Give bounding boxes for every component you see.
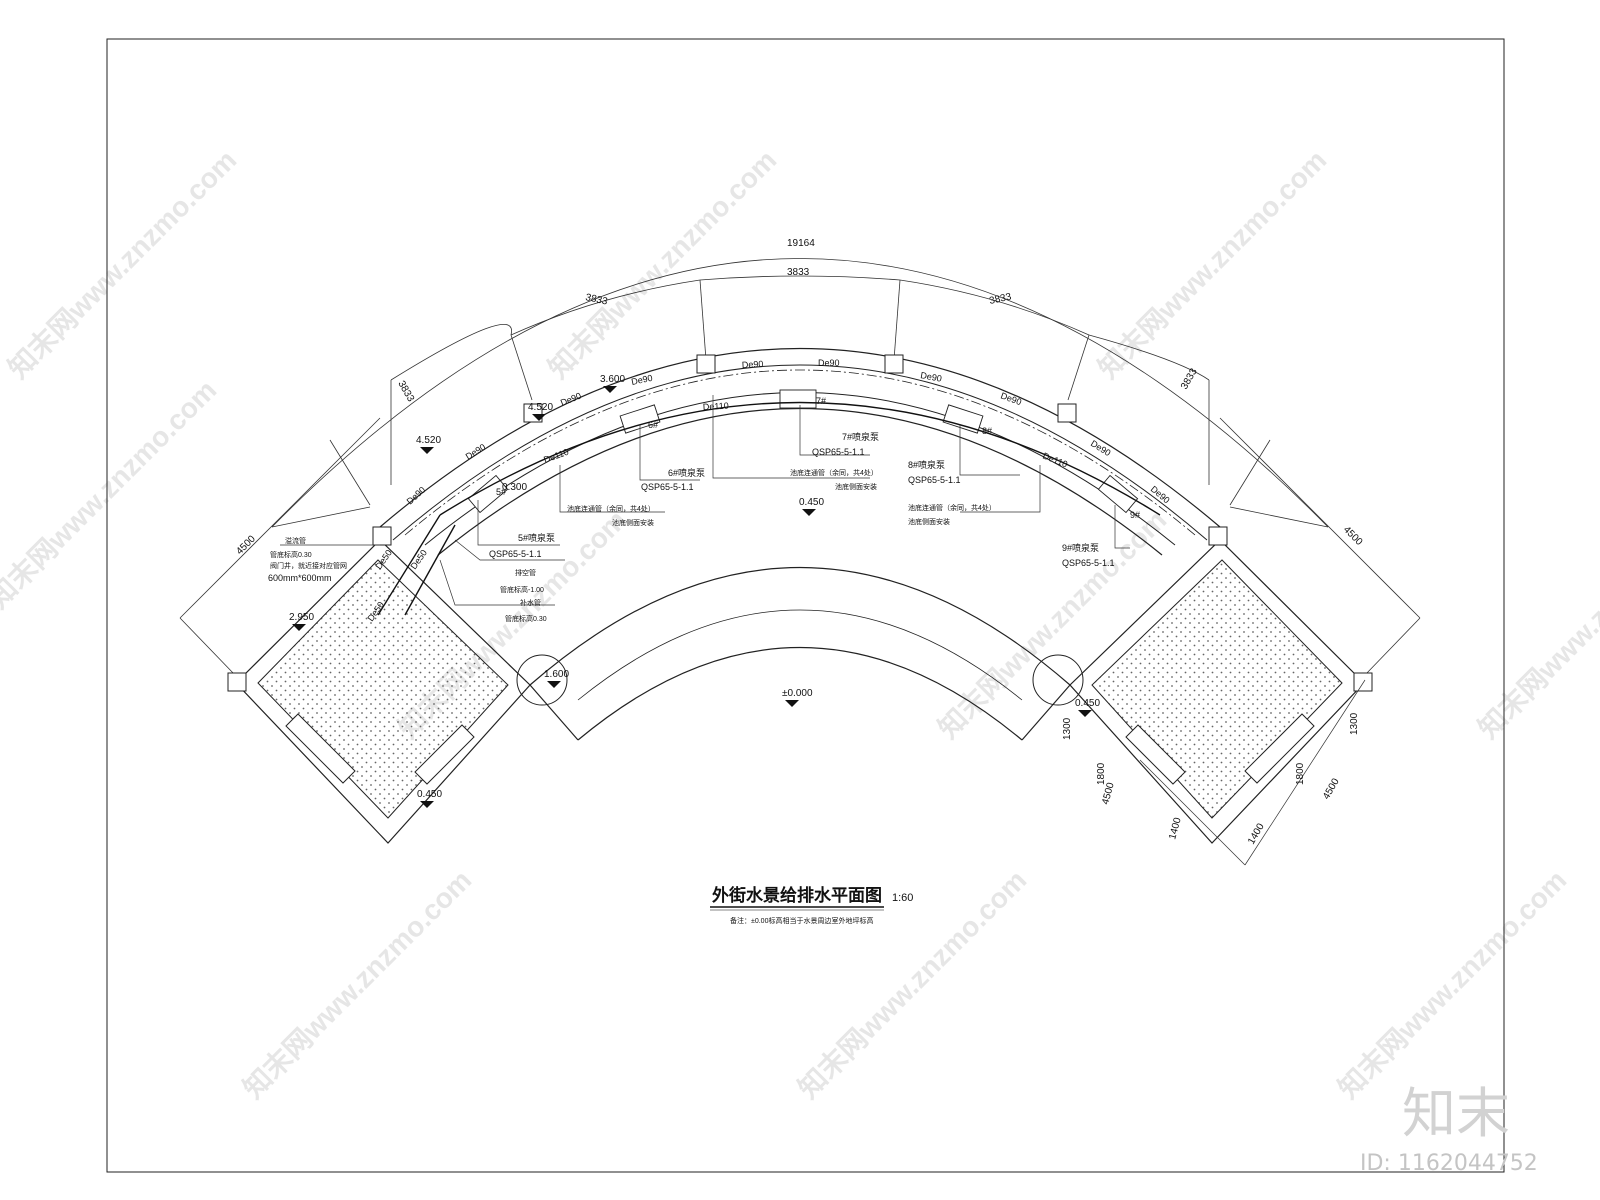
annotation: 阀门井，就近接对应管网 [270, 561, 347, 570]
drawing-scale: 1:60 [892, 892, 913, 904]
drawing-title: 外街水景给排水平面图 [712, 885, 882, 905]
pipe-label: De110 [1041, 451, 1069, 470]
pipe-label: De50 [408, 548, 429, 571]
pump-model: QSP65-5-1.1 [1062, 558, 1115, 568]
elevation-label: 0.450 [1075, 698, 1100, 709]
pump-model: QSP65-5-1.1 [641, 482, 694, 492]
pipe-label: De90 [999, 390, 1023, 407]
elevation-label: 3.600 [600, 374, 625, 385]
dim-label: 1300 [1062, 717, 1073, 740]
pump-labels: 5#喷泉泵 QSP65-5-1.1 6#喷泉泵 QSP65-5-1.1 7#喷泉… [489, 431, 1115, 568]
dim-segment: 3833 [1179, 366, 1200, 391]
dim-side-width: 4500 [1341, 524, 1365, 548]
pump-tag: 9# [1130, 510, 1140, 520]
annotation: 池底侧面安装 [835, 482, 877, 491]
elevation-label: 0.450 [417, 789, 442, 800]
watermark-text: 知末网www.znzmo.com [2, 143, 243, 384]
dim-label: 1800 [1096, 762, 1107, 785]
annotation-labels: 池底连通管（余同，共4处） 池底侧面安装 池底连通管（余同，共4处） 池底侧面安… [268, 468, 996, 623]
pump-name: 5#喷泉泵 [518, 532, 555, 543]
side-dimension-lines [179, 417, 1421, 676]
dim-segment: 3833 [584, 292, 608, 307]
annotation: 管底标高-1.00 [500, 585, 544, 594]
watermark-text: 知末网www.znzmo.com [0, 373, 222, 614]
pipe-label: De90 [742, 359, 764, 370]
dim-label: 1300 [1349, 712, 1360, 735]
pump-name: 9#喷泉泵 [1062, 542, 1099, 553]
pump-name: 7#喷泉泵 [842, 431, 879, 442]
dim-label: 4500 [1321, 776, 1342, 801]
title-block: 外街水景给排水平面图 1:60 备注：±0.00标高相当于水景周边室外地坪标高 [710, 885, 913, 925]
elevation-label: 1.600 [544, 669, 569, 680]
dim-total-arc: 19164 [787, 238, 815, 249]
image-id: ID: 1162044752 [1360, 1151, 1538, 1176]
elevation-label: 0.300 [502, 482, 527, 493]
elevation-label: 4.520 [528, 402, 553, 413]
dim-segment: 3833 [787, 267, 810, 278]
dim-segment: 3833 [988, 291, 1012, 306]
annotation: 池底侧面安装 [612, 518, 654, 527]
pump-name: 6#喷泉泵 [668, 467, 705, 478]
watermark-text: 知末网www.znzmo.com [542, 143, 783, 384]
watermark-text: 知末网www.znzmo.com [237, 863, 478, 1104]
elevation-label: 0.450 [799, 497, 824, 508]
pipe-label: De110 [542, 447, 570, 465]
drawing-frame [106, 38, 1505, 1173]
dim-label: 1800 [1295, 762, 1306, 785]
elevation-markers: 3.600 4.520 4.520 0.300 0.450 2.950 1.60… [289, 374, 1100, 808]
pipe-label: De90 [405, 485, 428, 507]
watermark-layer: 知末网www.znzmo.com 知末网www.znzmo.com 知末网www… [0, 143, 1600, 1104]
annotation: 管底标高0.30 [270, 550, 312, 559]
pipe-label: De110 [703, 401, 729, 412]
watermark-text: 知末网www.znzmo.com [1332, 863, 1573, 1104]
pump-tag: 8# [982, 426, 992, 436]
brand-logo: 知末 [1402, 1082, 1510, 1145]
watermark-text: 知末网www.znzmo.com [1472, 503, 1600, 744]
pump-tag: 7# [816, 396, 826, 406]
annotation: 池底连通管（余同，共4处） [790, 468, 878, 477]
annotation: 池底侧面安装 [908, 517, 950, 526]
right-square-pool [1032, 526, 1373, 866]
pipes [377, 401, 1161, 616]
pump-name: 8#喷泉泵 [908, 459, 945, 470]
annotation: 排空管 [515, 568, 536, 577]
pump-model: QSP65-5-1.1 [908, 475, 961, 485]
dimension-arcs [271, 258, 1329, 528]
pipe-label: De90 [920, 370, 943, 384]
dim-label: 1400 [1246, 821, 1267, 846]
annotation: 池底连通管（余同，共4处） [908, 503, 996, 512]
pipe-label: De90 [559, 391, 583, 408]
dim-segment: 3833 [395, 379, 416, 404]
annotation: 溢流管 [285, 536, 306, 545]
pipe-label: De90 [464, 442, 488, 462]
dim-side-width: 4500 [234, 533, 258, 557]
pump-model: QSP65-5-1.1 [812, 447, 865, 457]
pump-tags: 5# 6# 7# 8# 9# [496, 396, 1140, 520]
left-square-pool [227, 526, 568, 844]
curved-pool [379, 347, 1221, 741]
leader-lines [280, 395, 1130, 606]
dim-label: 1400 [1167, 816, 1183, 841]
pump-model: QSP65-5-1.1 [489, 549, 542, 559]
annotation: 管底标高0.30 [505, 614, 547, 623]
annotation: 池底连通管（余同，共4处） [567, 504, 655, 513]
annotation: 补水管 [520, 598, 541, 607]
pipe-label: De90 [630, 373, 653, 387]
pump-tag: 5# [496, 487, 506, 497]
watermark-text: 知末网www.znzmo.com [1092, 143, 1333, 384]
brand-block: 知末 ID: 1162044752 [1360, 1082, 1538, 1176]
pipe-label: De90 [818, 358, 840, 368]
elevation-label: 2.950 [289, 612, 314, 623]
pump-tag: 6# [648, 420, 658, 430]
elevation-label: ±0.000 [782, 688, 813, 699]
drawing-note: 备注：±0.00标高相当于水景周边室外地坪标高 [730, 916, 873, 925]
annotation: 600mm*600mm [268, 573, 332, 583]
elevation-label: 4.520 [416, 435, 441, 446]
